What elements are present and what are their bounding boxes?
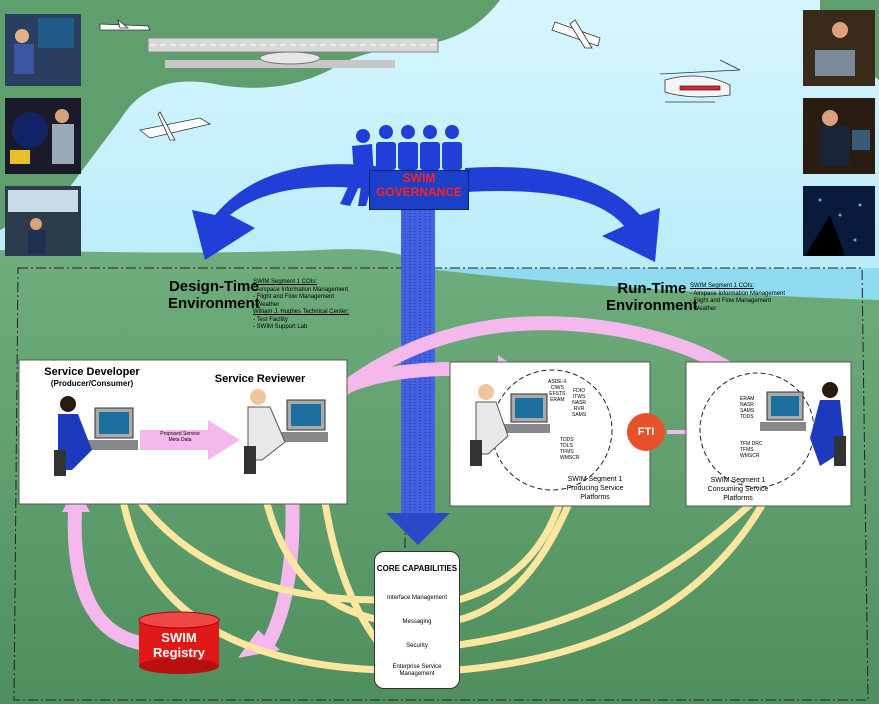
ops-photo-1 (803, 10, 875, 86)
atc-photo-3 (5, 186, 81, 256)
service-reviewer-label: Service Reviewer (214, 373, 306, 385)
producer-left-list: ASDE-X CIWS EFSTS ERAM (548, 379, 567, 403)
core-capabilities-title: CORE CAPABILITIES (376, 564, 458, 573)
producing-caption: SWIM Segment 1 Producing Service Platfor… (566, 476, 624, 501)
swim-governance-box: SWIM GOVERNANCE (369, 170, 469, 210)
core-item-interface: Interface Management (386, 595, 448, 601)
developer-figure (54, 396, 138, 476)
core-item-esm-1: Enterprise Service (392, 664, 442, 670)
producer-bottom-list: TDDS TDLS TFMS WMSCR (560, 437, 580, 461)
helicopter-icon (659, 59, 741, 103)
reviewer-figure (244, 389, 328, 474)
core-capabilities-box: CORE CAPABILITIES Interface Management M… (374, 551, 460, 689)
consumer-top-list: ERAM NASR SAMS TDDS (740, 396, 755, 420)
atc-photo-2 (5, 98, 81, 174)
registry-cylinder (138, 611, 220, 674)
atc-photo-1 (5, 14, 81, 86)
producer-figure (470, 384, 550, 466)
core-item-messaging: Messaging (402, 619, 432, 625)
run-env-details: SWIM Segment 1 COIs: - Airspace Informat… (690, 283, 786, 312)
swim-registry-label: SWIM Registry (152, 630, 206, 660)
core-item-esm-2: Management (399, 671, 435, 677)
design-env-title: Design-Time Environment (168, 278, 260, 312)
jet-icon (551, 19, 601, 49)
small-plane-icon (139, 111, 212, 141)
governance-line2: GOVERNANCE (375, 185, 462, 199)
governance-line1: SWIM (402, 171, 436, 185)
design-env-details: SWIM Segment 1 COIs: - Airspace Informat… (253, 279, 349, 330)
consumer-figure (760, 382, 846, 466)
consumer-bottom-list: TFM DRC TFMS WMSCR (740, 441, 763, 459)
ops-photo-3 (803, 186, 875, 256)
core-item-security: Security (406, 643, 428, 649)
run-env-title: Run-Time Environment (606, 280, 698, 314)
airliner-icon (99, 18, 151, 31)
proposed-meta-label: Proposed Service Meta Data (160, 431, 200, 443)
producer-right-list: FDIO ITWS NASR RVR SAMS (572, 388, 587, 418)
ops-photo-2 (803, 98, 875, 174)
consuming-caption: SWIM Segment 1 Consuming Service Platfor… (707, 477, 769, 502)
fti-node: FTI (627, 413, 665, 451)
service-developer-label: Service Developer (Producer/Consumer) (44, 366, 140, 388)
